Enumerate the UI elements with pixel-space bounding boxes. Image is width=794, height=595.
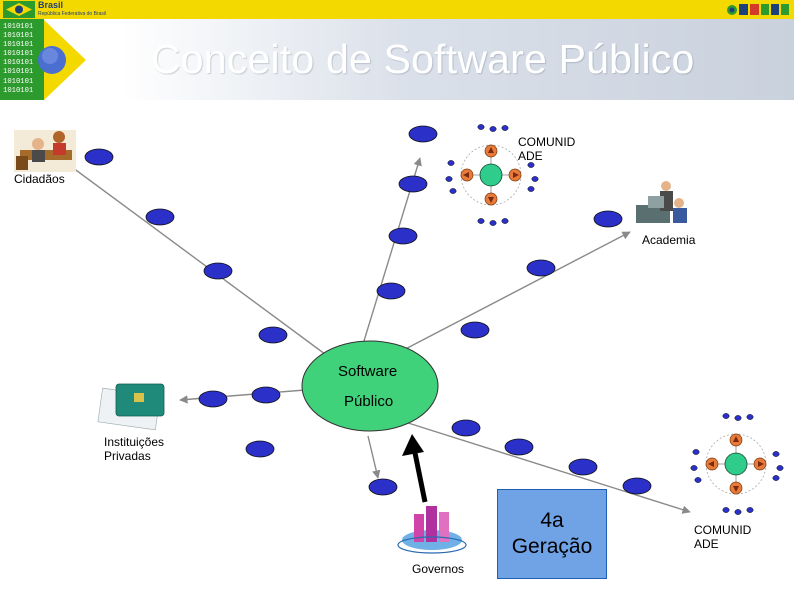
label-governos: Governos: [412, 562, 465, 576]
community-hub-bottom: [690, 413, 784, 515]
label-comunidade-top-1: COMUNID: [518, 135, 576, 149]
geracao-line-1: 4a: [540, 509, 564, 532]
hub-peer-dot: [445, 176, 453, 182]
hub-peer-dot: [692, 449, 700, 455]
geracao-line-2: Geração: [511, 535, 593, 558]
network-node: [388, 227, 418, 245]
page-title: Conceito de Software Público: [151, 36, 695, 82]
quarta-geracao-box: 4a Geração: [497, 489, 607, 579]
network-node: [368, 478, 398, 496]
community-hub-top: [445, 124, 539, 226]
hub-peer-dot: [449, 188, 457, 194]
center-label-software: Software: [338, 363, 398, 380]
network-node: [408, 125, 438, 143]
label-instituicoes-1: Instituições: [104, 435, 165, 449]
instituicoes-picture-icon: [97, 383, 165, 431]
hub-peer-dot: [531, 176, 539, 182]
hub-peer-dot: [447, 160, 455, 166]
network-node: [398, 175, 428, 193]
network-node: [460, 321, 490, 339]
hub-peer-dot: [734, 415, 742, 421]
hub-peer-dot: [501, 218, 509, 224]
network-node: [198, 390, 228, 408]
label-instituicoes-2: Privadas: [104, 449, 151, 463]
hub-peer-dot: [489, 126, 497, 132]
flag-diamond-icon: [38, 20, 86, 100]
network-node: [258, 326, 288, 344]
binary-decoration: 1010101 1010101 1010101 1010101 1010101 …: [3, 23, 34, 95]
hub-peer-dot: [734, 509, 742, 515]
label-comunidade-bottom-2: ADE: [694, 537, 719, 551]
partner-logos: [727, 4, 789, 15]
hub-peer-dot: [776, 465, 784, 471]
hub-peer-dot: [527, 186, 535, 192]
brand-name: Brasil: [38, 0, 64, 10]
cidadaos-picture-icon: [14, 130, 76, 172]
label-comunidade-bottom-1: COMUNID: [694, 523, 752, 537]
center-label-publico: Público: [344, 393, 394, 410]
network-node: [593, 210, 623, 228]
hub-peer-dot: [690, 465, 698, 471]
network-node: [451, 419, 481, 437]
title-banner: [0, 19, 794, 100]
hub-peer-dot: [477, 218, 485, 224]
network-node: [251, 386, 281, 404]
network-node: [504, 438, 534, 456]
hub-peer-dot: [527, 162, 535, 168]
hub-peer-dot: [772, 451, 780, 457]
network-node: [245, 440, 275, 458]
academia-picture-icon: [636, 181, 687, 223]
network-node: [526, 259, 556, 277]
hub-peer-dot: [477, 124, 485, 130]
network-node: [622, 477, 652, 495]
label-comunidade-top-2: ADE: [518, 149, 543, 163]
hub-center-node: [724, 452, 748, 476]
hub-center-node: [479, 163, 503, 187]
brasil-flag-logo: [3, 1, 35, 18]
label-academia: Academia: [642, 233, 696, 247]
hub-peer-dot: [501, 125, 509, 131]
network-nodes: [84, 125, 652, 496]
hub-peer-dot: [772, 475, 780, 481]
label-cidadaos: Cidadãos: [14, 172, 65, 186]
top-bar: [0, 0, 794, 19]
hub-peer-dot: [489, 220, 497, 226]
hub-peer-dot: [694, 477, 702, 483]
network-node: [376, 282, 406, 300]
network-node: [145, 208, 175, 226]
upward-arrow: [402, 434, 428, 503]
hub-peer-dot: [722, 413, 730, 419]
network-node: [203, 262, 233, 280]
hub-peer-dot: [746, 507, 754, 513]
brand-subtitle: República Federativa do Brasil: [38, 11, 107, 17]
network-node: [84, 148, 114, 166]
governos-picture-icon: [397, 506, 467, 554]
network-node: [568, 458, 598, 476]
hub-peer-dot: [746, 414, 754, 420]
software-publico-node: [301, 340, 439, 432]
hub-peer-dot: [722, 507, 730, 513]
